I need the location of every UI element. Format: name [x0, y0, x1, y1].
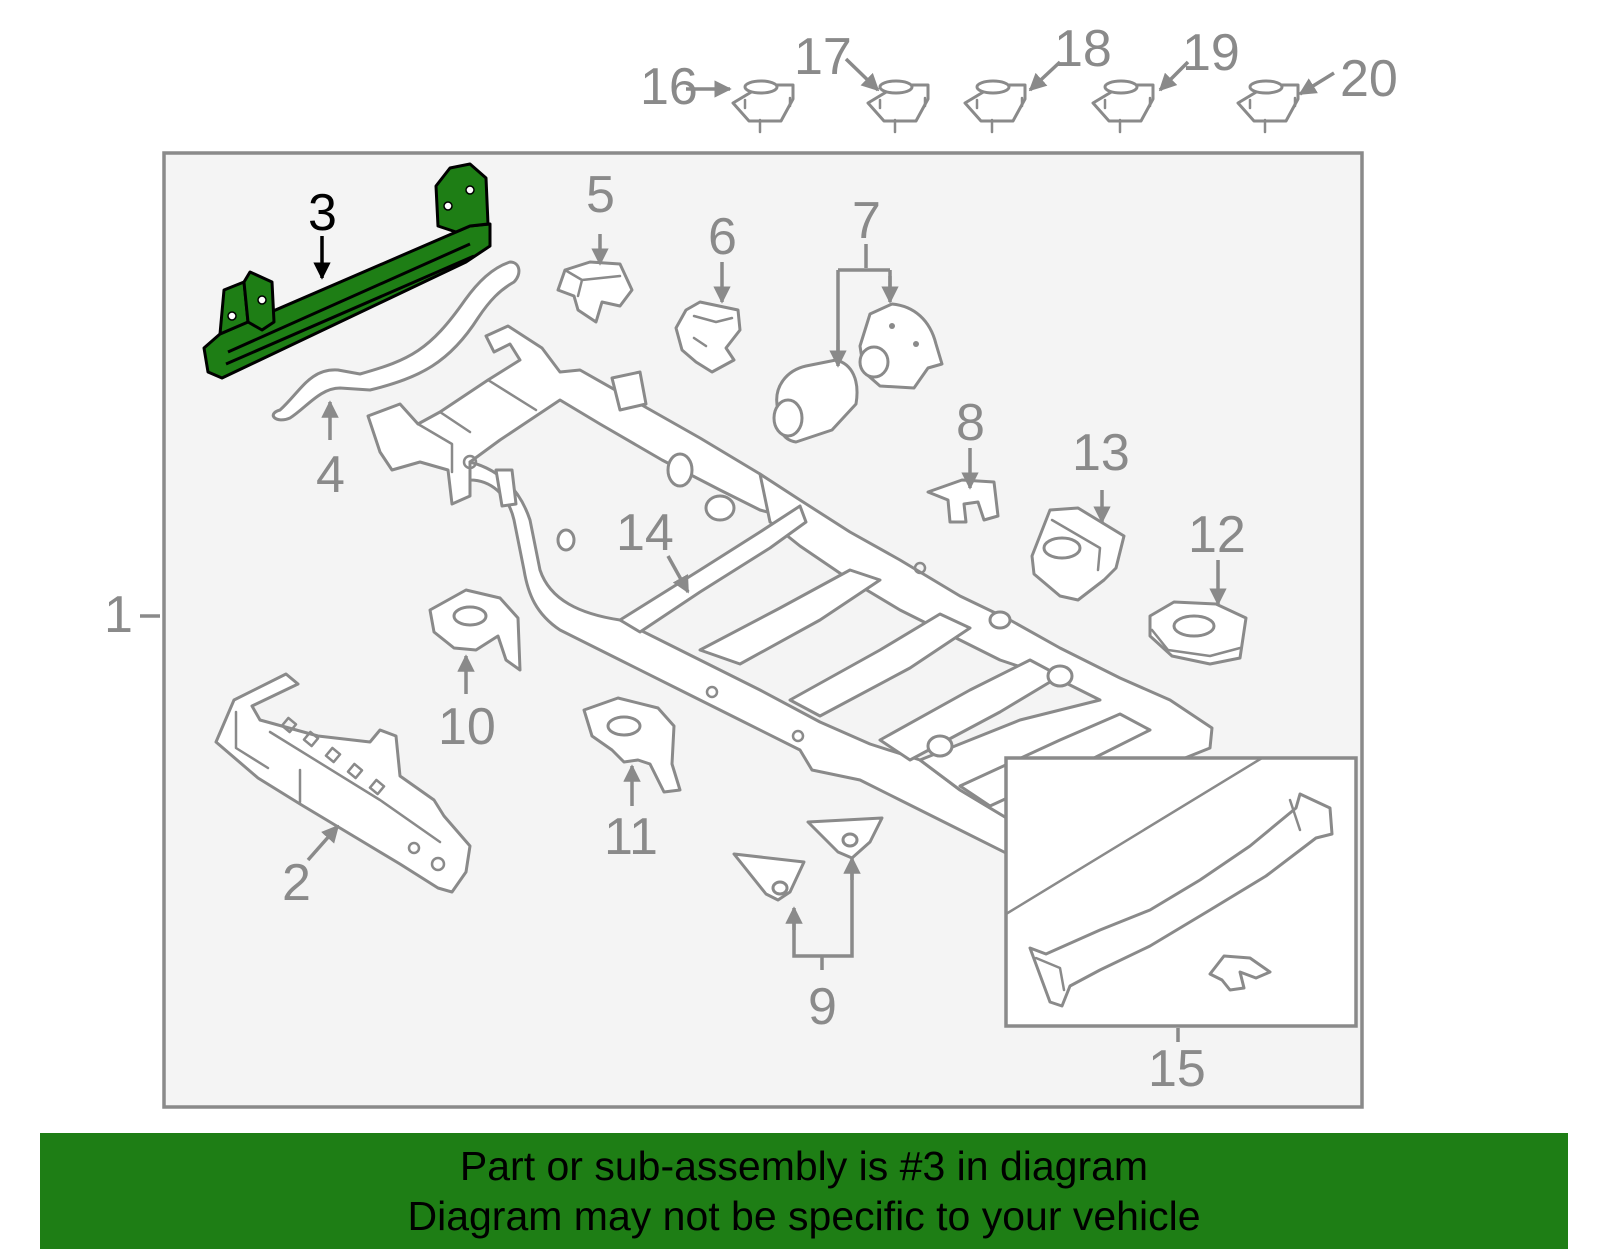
callout-3[interactable]: 3 — [308, 184, 337, 242]
banner-line-disclaimer: Diagram may not be specific to your vehi… — [407, 1193, 1201, 1239]
callout-1[interactable]: 1 — [104, 586, 133, 644]
callout-10[interactable]: 10 — [438, 698, 496, 756]
part-5-bracket[interactable] — [556, 260, 634, 324]
callout-4[interactable]: 4 — [316, 446, 345, 504]
part-15-rear-crossmember[interactable] — [1028, 792, 1334, 1008]
parts-diagram: 1 2 3 4 5 6 7 8 9 10 11 12 13 14 15 16 1… — [104, 20, 1398, 1109]
body-mount-20[interactable] — [1236, 79, 1300, 134]
callout-9[interactable]: 9 — [808, 978, 837, 1036]
callout-2[interactable]: 2 — [282, 854, 311, 912]
part-9-brackets[interactable] — [732, 816, 884, 902]
part-2-front-crossmember[interactable] — [214, 672, 472, 894]
callout-18[interactable]: 18 — [1054, 20, 1112, 78]
inset-connector — [1004, 756, 1264, 916]
callout-5[interactable]: 5 — [586, 166, 615, 224]
body-mount-16[interactable] — [731, 79, 795, 134]
info-banner: Part or sub-assembly is #3 in diagram Di… — [40, 1133, 1568, 1249]
callout-16[interactable]: 16 — [640, 58, 698, 116]
callout-15[interactable]: 15 — [1148, 1040, 1206, 1098]
callout-7[interactable]: 7 — [852, 192, 881, 250]
callout-19[interactable]: 19 — [1182, 24, 1240, 82]
part-10-bracket[interactable] — [428, 588, 522, 672]
part-7-engine-mounts[interactable] — [772, 302, 944, 444]
callout-13[interactable]: 13 — [1072, 424, 1130, 482]
part-12-mount-pad[interactable] — [1148, 600, 1248, 666]
callout-14[interactable]: 14 — [616, 504, 674, 562]
callout-11[interactable]: 11 — [604, 808, 658, 866]
part-11-bracket[interactable] — [582, 696, 682, 794]
callout-6[interactable]: 6 — [708, 208, 737, 266]
body-mount-18[interactable] — [963, 79, 1027, 134]
part-3-crossmember[interactable] — [202, 162, 492, 380]
callout-17[interactable]: 17 — [794, 28, 852, 86]
body-mount-17[interactable] — [866, 79, 930, 134]
part-8-bracket[interactable] — [926, 478, 1000, 524]
part-6-bracket[interactable] — [674, 300, 742, 374]
leader-lines — [140, 57, 1335, 1042]
body-mount-19[interactable] — [1091, 79, 1155, 134]
callout-12[interactable]: 12 — [1188, 506, 1246, 564]
callout-20[interactable]: 20 — [1340, 50, 1398, 108]
callout-8[interactable]: 8 — [956, 394, 985, 452]
callout-labels: 1 2 3 4 5 6 7 8 9 10 11 12 13 14 15 16 1… — [104, 20, 1398, 1098]
banner-line-part: Part or sub-assembly is #3 in diagram — [459, 1143, 1149, 1189]
part-4-tube[interactable] — [271, 260, 521, 422]
